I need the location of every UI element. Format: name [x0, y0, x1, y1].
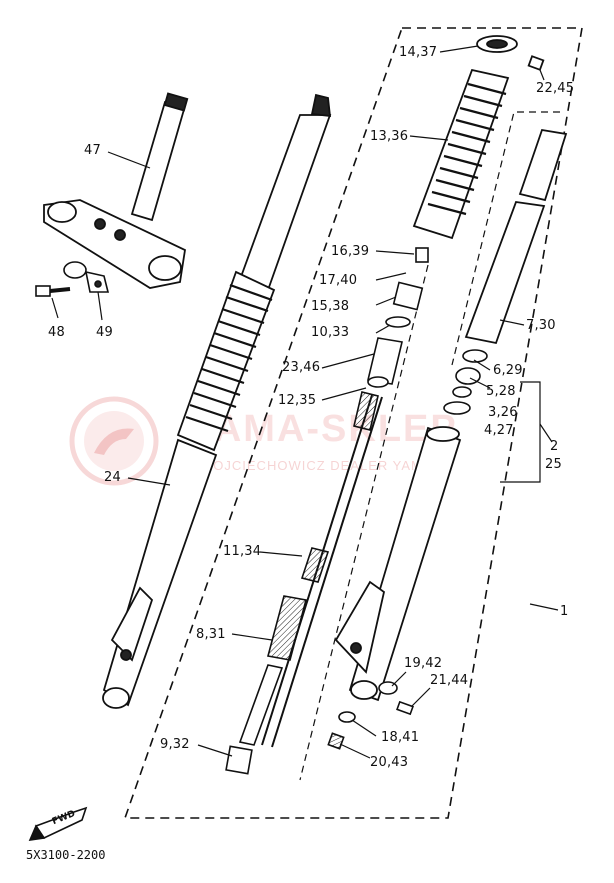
leader-lines	[51, 45, 559, 759]
callout-1: 1	[560, 604, 569, 619]
callout-13-36: 13,36	[370, 129, 409, 144]
callout-8-31: 8,31	[196, 627, 226, 642]
callout-3-26: 3,26	[488, 405, 518, 420]
callout-49: 49	[96, 325, 113, 340]
fork-tube-left	[102, 93, 332, 709]
callout-20-43: 20,43	[370, 755, 409, 770]
watermark-brand: YAMA-SKLEP	[190, 408, 458, 450]
watermark-logo-icon	[69, 396, 159, 486]
fork-boot-left-ribs	[185, 283, 273, 433]
steering-stem	[43, 92, 189, 289]
callout-24: 24	[104, 470, 121, 485]
callout-16-39: 16,39	[331, 244, 370, 259]
callout-12-35: 12,35	[278, 393, 317, 408]
callout-6-29: 6,29	[493, 363, 523, 378]
callout-5-28: 5,28	[486, 384, 516, 399]
callout-10-33: 10,33	[311, 325, 350, 340]
assembly-guide-line	[299, 264, 429, 781]
callout-11-34: 11,34	[223, 544, 262, 559]
callout-47: 47	[84, 143, 101, 158]
assembly-boundary	[123, 27, 583, 819]
callout-15-38: 15,38	[311, 299, 350, 314]
fork-tube-right	[334, 35, 568, 702]
callout-2: 2	[550, 439, 559, 454]
callout-23-46: 23,46	[282, 360, 321, 375]
callout-7-30: 7,30	[526, 318, 556, 333]
seal-stack	[443, 349, 488, 415]
assembly-guide-line	[451, 111, 560, 366]
diagram-code: 5X3100-2200	[26, 848, 106, 862]
callout-9-32: 9,32	[160, 737, 190, 752]
callout-48: 48	[48, 325, 65, 340]
callout-19-42: 19,42	[404, 656, 443, 671]
callout-14-37: 14,37	[399, 45, 438, 60]
bolt-48	[35, 285, 71, 297]
watermark-dealer: WOJCIECHOWICZ DEALER YAMAHA	[200, 458, 453, 473]
callout-17-40: 17,40	[319, 273, 358, 288]
callout-18-41: 18,41	[381, 730, 420, 745]
clamp-49	[63, 261, 110, 293]
callout-21-44: 21,44	[430, 673, 469, 688]
damper-internals	[225, 247, 429, 775]
callout-25: 25	[545, 457, 562, 472]
callout-22-45: 22,45	[536, 81, 575, 96]
fork-boot-right-ribs	[427, 82, 507, 216]
fwd-arrow-icon	[28, 806, 88, 841]
callout-4-27: 4,27	[484, 423, 514, 438]
bottom-bolts	[327, 681, 414, 750]
